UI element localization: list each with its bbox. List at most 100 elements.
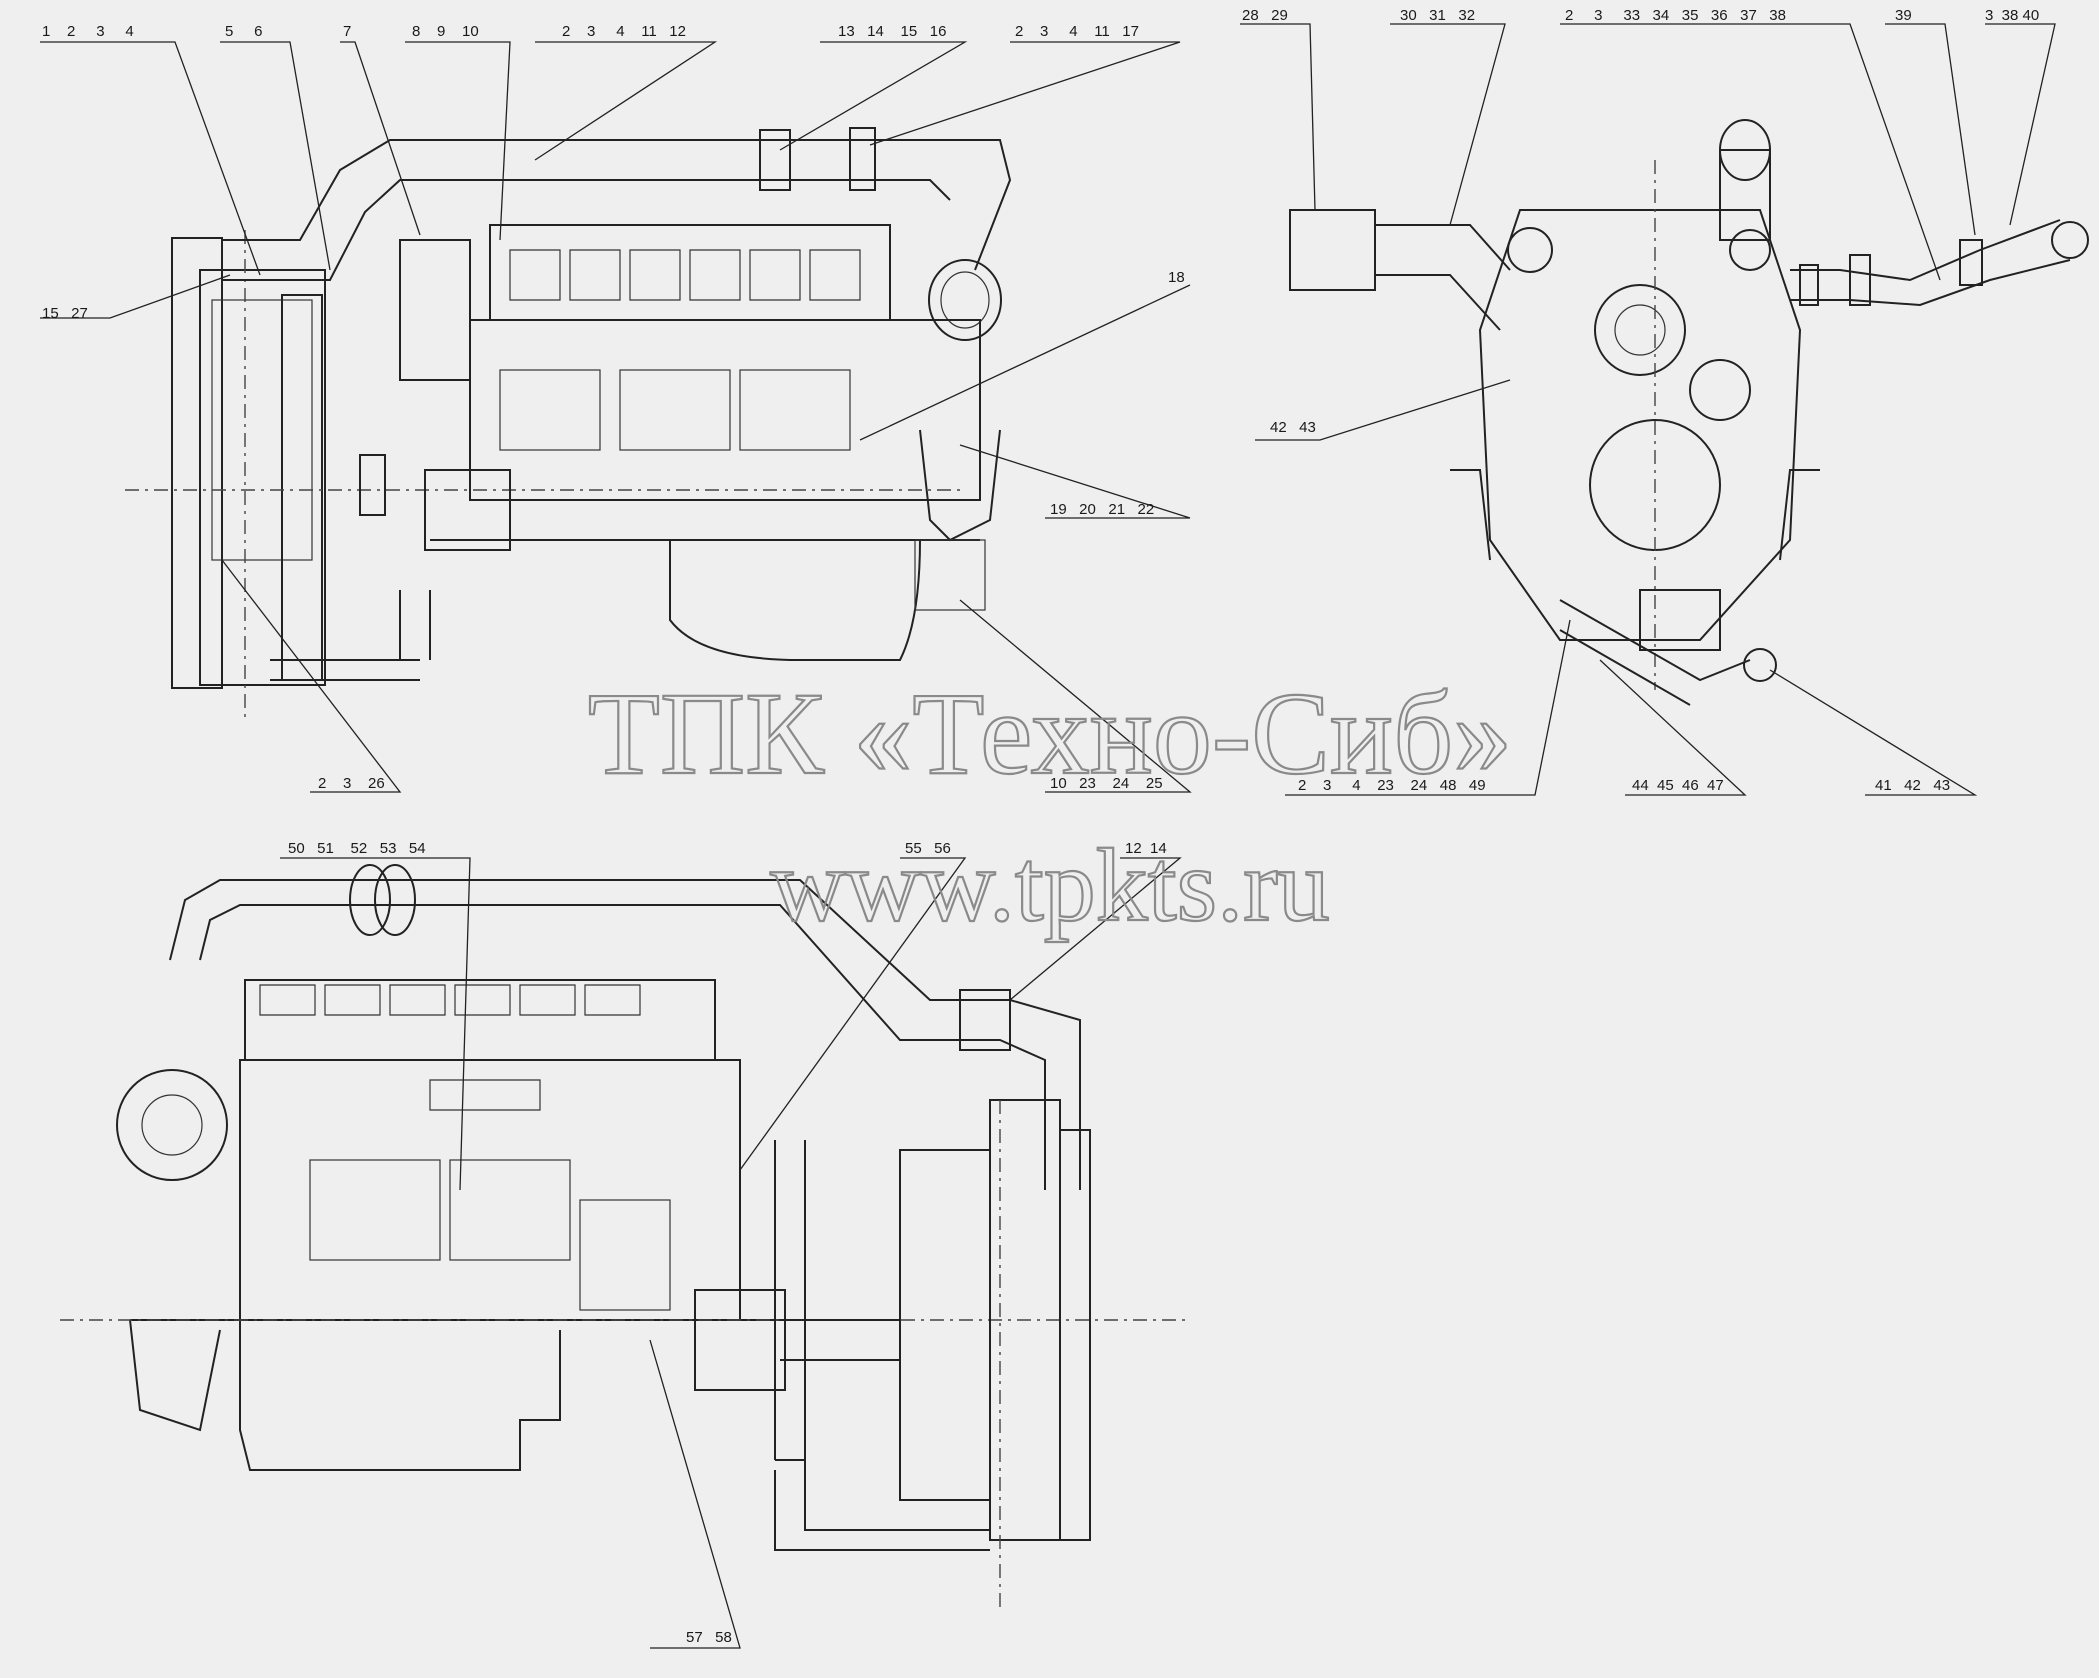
leader-lines (40, 23, 2056, 1649)
leader-line (40, 41, 261, 276)
valve-covers (509, 249, 861, 301)
idler-pulley (1729, 229, 1771, 271)
leader-line (280, 857, 471, 1191)
leader-line (1985, 23, 2056, 226)
air-cleaner-inner (141, 1094, 203, 1156)
air-duct-lower (199, 904, 1046, 1190)
leader-line (1769, 669, 1978, 796)
fuel-rail (429, 1079, 541, 1111)
lower-hose (774, 1140, 990, 1551)
callout-label: 8 9 10 (412, 23, 479, 40)
leader-line (959, 599, 1192, 793)
callout-label: 2 3 33 34 35 36 37 38 (1565, 7, 1786, 24)
callout-label: 50 51 52 53 54 (288, 840, 426, 857)
leader-line (649, 1339, 741, 1649)
oil-pan (239, 1320, 561, 1471)
air-duct-upper (169, 879, 1081, 1190)
callout-label: 12 14 (1125, 840, 1167, 857)
leader-line (220, 41, 331, 271)
engine-front-view (1289, 119, 2089, 706)
idler-pulley (1507, 227, 1553, 273)
callout-label: 2 3 4 11 17 (1015, 23, 1139, 40)
intake-pipe (1719, 149, 1771, 241)
air-cleaner-inner (940, 271, 990, 329)
lower-coolant-pipe (1559, 599, 1751, 706)
leader-line (739, 857, 967, 1171)
clamp (349, 864, 391, 936)
leader-line (1560, 23, 1941, 281)
callout-label: 10 23 24 25 (1050, 775, 1163, 792)
valve-covers (259, 984, 641, 1016)
leader-line (534, 41, 718, 161)
leader-line (779, 41, 968, 151)
leader-line (40, 274, 231, 319)
sump (1639, 589, 1721, 651)
fan-hub-inner (1614, 304, 1666, 356)
callout-label: 15 27 (42, 305, 88, 322)
callout-label: 1 2 3 4 (42, 23, 134, 40)
pipe-end (2051, 221, 2089, 259)
watermark-url: www.tpkts.ru (770, 828, 1329, 943)
fuel-filter (309, 1159, 441, 1261)
pump (399, 239, 471, 381)
radiator-pipe (1059, 1129, 1091, 1541)
callout-label: 42 43 (1270, 419, 1316, 436)
engine-mount-front (694, 1289, 786, 1391)
leader-line (405, 41, 511, 241)
clamp (1799, 264, 1819, 306)
fan-hub (1594, 284, 1686, 376)
leader-line (859, 284, 1191, 441)
air-inlet-pipe (1289, 209, 1376, 291)
callout-label: 55 56 (905, 840, 951, 857)
callout-label: 39 (1895, 7, 1912, 24)
callout-label: 28 29 (1242, 7, 1288, 24)
pipe-end (1743, 648, 1777, 682)
pulley (359, 454, 386, 516)
injection-pump (449, 1159, 571, 1261)
radiator-frame (199, 269, 326, 686)
watermark-company: ТПК «Техно-Сиб» (588, 668, 1512, 799)
lower-hose (399, 590, 431, 660)
radiator-side (281, 294, 323, 681)
callout-labels: 1 2 3 4 5 6 7 8 9 10 2 3 4 11 12 13 14 1… (42, 7, 2039, 1646)
clamp (374, 864, 416, 936)
radiator-pipe-left (171, 237, 223, 689)
alternator-pulley (1689, 359, 1751, 421)
leader-line (1255, 379, 1511, 441)
clamp (1959, 239, 1983, 286)
leader-line (1240, 23, 1316, 211)
pulley-shaft (780, 1319, 900, 1361)
callout-label: 57 58 (686, 1629, 732, 1646)
block-panel (499, 369, 601, 451)
engine-side-view-bottom (60, 864, 1190, 1610)
leader-line (1009, 857, 1182, 1001)
leader-line (959, 444, 1191, 519)
callout-label: 44 45 46 47 (1632, 777, 1724, 794)
lower-pipe (270, 659, 420, 681)
coolant-pipe-right (1790, 219, 2071, 307)
clamp (1849, 254, 1871, 306)
callout-label: 3 38 40 (1985, 7, 2039, 24)
callout-label: 7 (343, 23, 351, 40)
clamp (759, 129, 791, 191)
leader-line (1285, 619, 1571, 796)
block-panel (739, 369, 851, 451)
callout-label: 30 31 32 (1400, 7, 1475, 24)
mount-bracket (914, 539, 986, 611)
engine-side-view-top (125, 127, 1012, 720)
air-duct (1375, 224, 1511, 331)
callout-label: 2 3 26 (318, 775, 385, 792)
engine-block (239, 1059, 741, 1321)
air-cleaner-outlet (928, 259, 1002, 341)
clamp (959, 989, 1011, 1051)
leader-line (221, 559, 402, 793)
engine-mount-rear (919, 429, 1001, 542)
leader-line (1599, 659, 1747, 796)
air-duct-upper (222, 139, 1012, 271)
fan-shroud (899, 1149, 991, 1501)
engine-mount-rear (129, 1319, 221, 1432)
clamp (849, 127, 876, 191)
block-panel (619, 369, 731, 451)
